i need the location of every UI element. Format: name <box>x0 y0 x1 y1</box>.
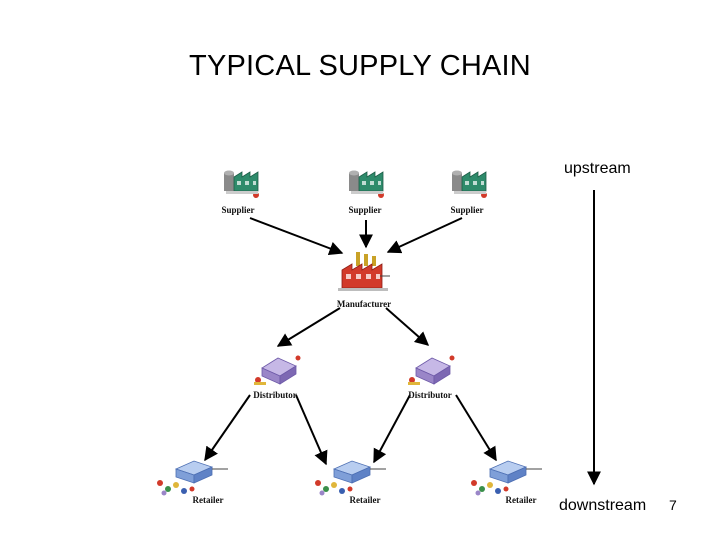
arrow-distributor1-retailer1 <box>204 394 251 462</box>
arrow-supplier3-manufacturer <box>386 217 463 254</box>
manufacturer-label: Manufacturer <box>336 299 392 309</box>
supplier-label: Supplier <box>450 205 484 215</box>
supplier-factory-icon <box>349 170 384 198</box>
distributor-warehouse-icon <box>408 355 455 385</box>
retailer-label: Retailer <box>192 495 224 505</box>
supplier-factory-icon <box>452 170 487 198</box>
arrow-distributor2-retailer3 <box>455 394 497 462</box>
distributor-label: Distributor <box>408 390 452 400</box>
retailer-store-icon <box>157 460 228 496</box>
supplier-factory-icon <box>224 170 259 198</box>
distributor-label: Distributor <box>253 390 297 400</box>
retailer-store-icon <box>315 460 386 496</box>
page-title: TYPICAL SUPPLY CHAIN <box>189 50 531 82</box>
arrow-manufacturer-distributor1 <box>276 307 341 347</box>
arrow-distributor1-retailer2 <box>295 394 328 466</box>
arrow-distributor2-retailer2 <box>373 394 411 464</box>
retailer-label: Retailer <box>505 495 537 505</box>
retailer-store-icon <box>471 460 542 496</box>
arrow-manufacturer-distributor2 <box>385 307 430 346</box>
page-number: 7 <box>669 497 677 513</box>
supplier-label: Supplier <box>348 205 382 215</box>
manufacturer-factory-icon <box>338 252 390 291</box>
supplier-label: Supplier <box>221 205 255 215</box>
arrow-supplier1-manufacturer <box>249 217 344 256</box>
upstream-label: upstream <box>564 160 631 177</box>
distributor-warehouse-icon <box>254 355 301 385</box>
downstream-label: downstream <box>559 497 647 514</box>
retailer-label: Retailer <box>349 495 381 505</box>
